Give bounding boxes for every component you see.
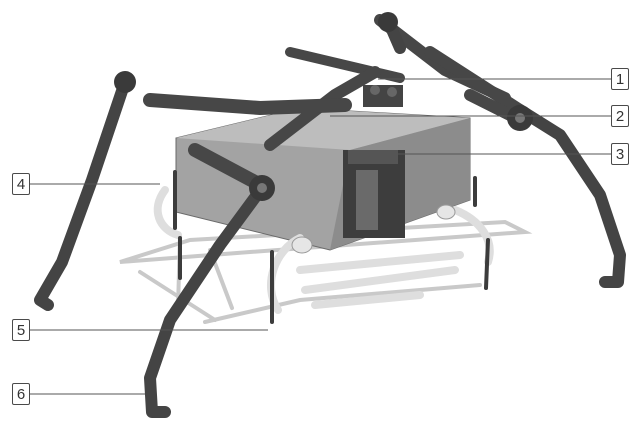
callout-1: 1 xyxy=(611,68,629,90)
joint-hubs xyxy=(114,12,533,201)
leader-lines xyxy=(30,78,611,395)
top-mechanism xyxy=(363,85,403,107)
body-block xyxy=(175,107,471,251)
upper-arms xyxy=(143,14,526,189)
callout-6: 6 xyxy=(12,383,30,405)
pins xyxy=(173,170,490,324)
callout-3: 3 xyxy=(611,143,629,165)
callout-5: 5 xyxy=(12,319,30,341)
callout-2: 2 xyxy=(611,105,629,127)
gripper-unit xyxy=(343,150,405,238)
small-rollers xyxy=(291,204,456,254)
callout-4: 4 xyxy=(12,173,30,195)
